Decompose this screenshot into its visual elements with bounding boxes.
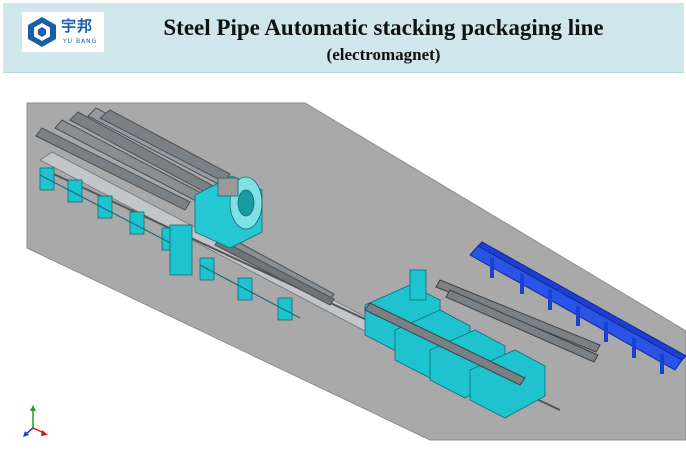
header-banner: 宇邦 YU BANG Steel Pipe Automatic stacking… (3, 3, 684, 73)
brand-name-en: YU BANG (63, 38, 98, 45)
brand-name-cn: 宇邦 (61, 17, 94, 35)
packaging-pipes (364, 279, 601, 386)
page-subtitle: (electromagnet) (326, 45, 441, 64)
page-title: Steel Pipe Automatic stacking packaging … (163, 15, 604, 40)
electromagnet-stacker (169, 175, 263, 276)
company-logo: 宇邦 YU BANG (21, 11, 105, 53)
conveyor-legs (490, 258, 664, 374)
xyz-axis-triad-icon (23, 405, 48, 437)
cube-logo-icon (28, 17, 56, 47)
pipe-stack (35, 107, 231, 211)
